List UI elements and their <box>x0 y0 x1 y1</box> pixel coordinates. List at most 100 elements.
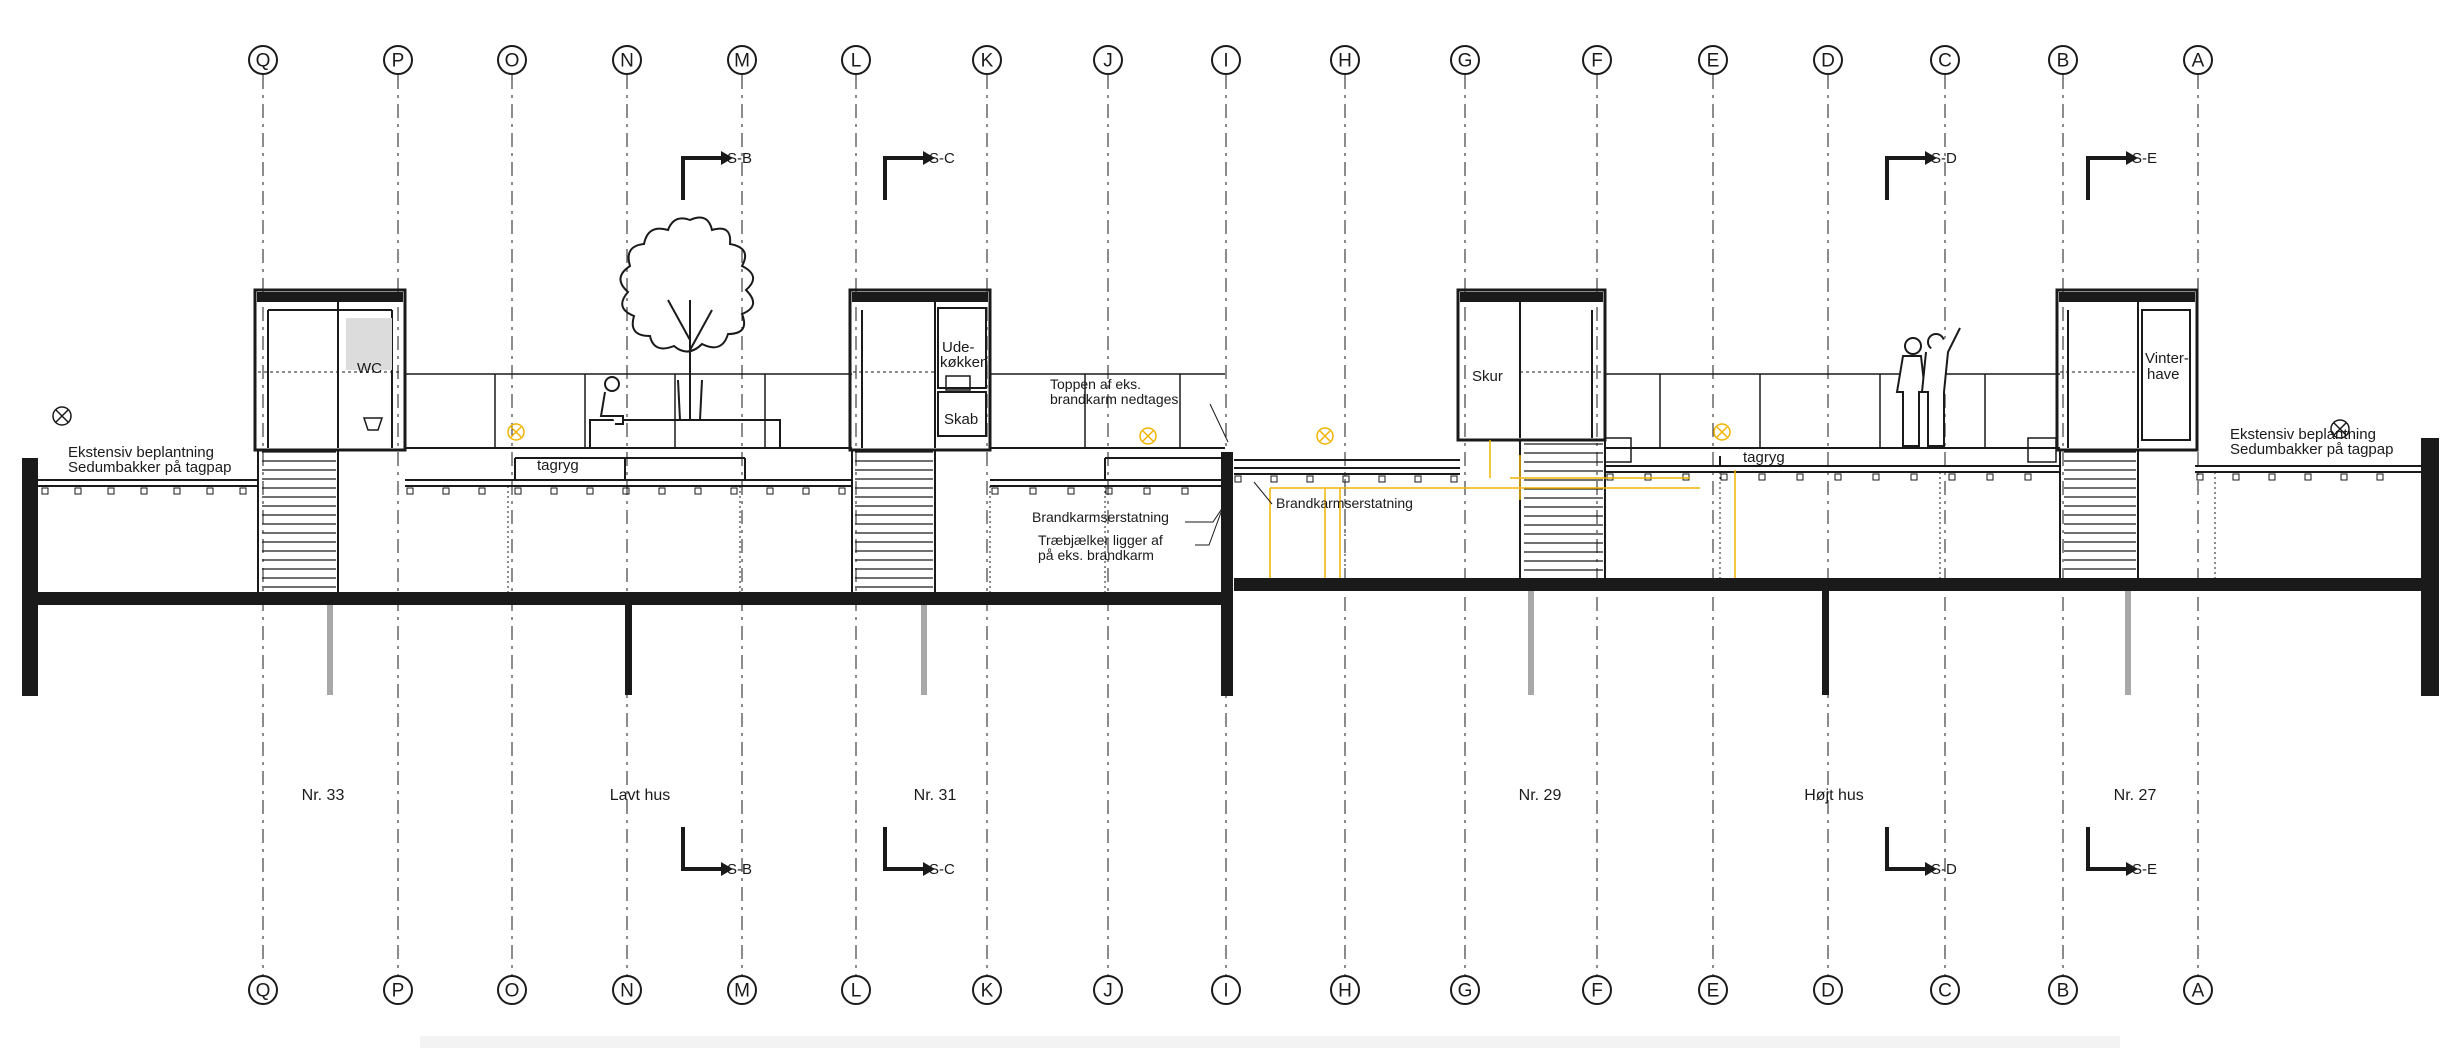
section-arrow-bottom <box>2086 827 2128 871</box>
house-label-nr29: Nr. 29 <box>1519 787 1562 804</box>
pile <box>1528 591 1534 695</box>
joist-mark <box>1644 473 1652 481</box>
railing-nr31 <box>990 373 1225 448</box>
joist-mark <box>586 487 594 495</box>
section-arrowhead <box>721 862 733 876</box>
joist-mark <box>2304 473 2312 481</box>
grid-label-bottom-M: M <box>734 981 750 1002</box>
grid-label-bottom-N: N <box>620 981 634 1002</box>
section-label-top: S-B <box>727 150 752 167</box>
grid-label-bottom-F: F <box>1591 981 1603 1002</box>
ridge-label-2: tagryg <box>1743 449 1785 466</box>
grid-bubble-H <box>1330 45 1360 75</box>
grid-bubble-M <box>727 975 757 1005</box>
house-label-nr27: Nr. 27 <box>2114 787 2157 804</box>
joist-mark <box>1067 487 1075 495</box>
structure <box>22 288 2439 696</box>
joist-mark <box>1450 475 1458 483</box>
joist-mark <box>2024 473 2032 481</box>
section-arrowhead <box>923 862 935 876</box>
grid-bubble-P <box>383 975 413 1005</box>
floor-slab-left <box>38 592 1224 605</box>
house-label-nr31: Nr. 31 <box>914 787 957 804</box>
grid-label-top-N: N <box>620 51 634 72</box>
grid-bubble-C <box>1930 975 1960 1005</box>
leader-lines <box>1185 403 1273 546</box>
grid-label-top-Q: Q <box>256 51 271 72</box>
joist-mark <box>2340 473 2348 481</box>
section-label-bottom: S-E <box>2132 861 2157 878</box>
ridge-label-1: tagryg <box>537 457 579 474</box>
room-label-ude-1: Ude- <box>942 339 975 356</box>
grid-label-top-B: B <box>2057 51 2070 72</box>
grid-label-top-H: H <box>1338 51 1352 72</box>
joist-mark <box>1306 475 1314 483</box>
house-label-nr33: Nr. 33 <box>302 787 345 804</box>
joist-mark <box>1414 475 1422 483</box>
misc-symbols <box>52 375 2350 463</box>
footer-band <box>420 1036 2120 1048</box>
joist-mark <box>2196 473 2204 481</box>
joist-mark <box>442 487 450 495</box>
roof-deck-lavt-hus <box>405 447 852 487</box>
floor-slab-right <box>1234 578 2421 591</box>
railing-lavt-hus <box>405 373 852 448</box>
roof-deck-right-low <box>2195 465 2421 473</box>
left-planting-label-2: Sedumbakker på tagpap <box>68 459 231 476</box>
grid-bubble-K <box>972 45 1002 75</box>
grid-label-bottom-P: P <box>392 981 405 1002</box>
grid-label-bottom-K: K <box>981 981 994 1002</box>
joist-mark <box>1029 487 1037 495</box>
joist-mark <box>406 487 414 495</box>
house-label-lavt-hus: Lavt hus <box>610 787 670 804</box>
grid-label-top-O: O <box>505 51 520 72</box>
joist-mark <box>239 487 247 495</box>
grid-bubble-N <box>612 45 642 75</box>
light-fixture-symbol <box>507 423 525 441</box>
light-fixture-cross <box>510 426 522 438</box>
grid-bubble-G <box>1450 975 1480 1005</box>
joist-mark <box>1682 473 1690 481</box>
penthouse-nr31 <box>848 288 992 592</box>
grid-label-top-C: C <box>1938 51 1952 72</box>
joist-mark <box>173 487 181 495</box>
joist-mark <box>514 487 522 495</box>
house-labels: Nr. 33 Lavt hus Nr. 31 Nr. 29 Højt hus N… <box>302 787 2157 804</box>
grid-bubble-J <box>1093 45 1123 75</box>
end-wall-left <box>22 458 38 696</box>
note-trae-1: Træbjælker ligger af <box>1038 532 1163 548</box>
grid-label-top-P: P <box>392 51 405 72</box>
grid-bubble-D <box>1813 975 1843 1005</box>
roof-deck-nr31 <box>990 447 1225 487</box>
grid-bubble-P <box>383 45 413 75</box>
note-brandkarm-2: Brandkarmserstatning <box>1276 495 1413 511</box>
roof-deck-nr29 <box>1234 459 1460 475</box>
room-label-ude-2: køkken <box>940 354 988 371</box>
section-arrow-bottom <box>681 827 723 871</box>
grid-bubble-B <box>2048 45 2078 75</box>
light-fixture-cross <box>1716 426 1728 438</box>
joist-marks <box>41 473 2384 495</box>
grid-label-bottom-A: A <box>2192 981 2205 1002</box>
section-arrowhead <box>1925 862 1937 876</box>
room-label-vinter-1: Vinter- <box>2145 350 2189 367</box>
grid-bubble-H <box>1330 975 1360 1005</box>
grid-bubble-C <box>1930 45 1960 75</box>
grid-bubble-N <box>612 975 642 1005</box>
joist-mark <box>1948 473 1956 481</box>
grid-bubble-L <box>841 975 871 1005</box>
grid-label-top-J: J <box>1103 51 1113 72</box>
section-arrow-bottom <box>883 827 925 871</box>
joist-mark <box>1834 473 1842 481</box>
joist-mark <box>1720 473 1728 481</box>
joist-mark <box>838 487 846 495</box>
grid-label-bottom-H: H <box>1338 981 1352 1002</box>
pile <box>921 605 927 695</box>
left-planting-label-1: Ekstensiv beplantning <box>68 444 214 461</box>
section-label-bottom: S-B <box>727 861 752 878</box>
grid-bubble-I <box>1211 45 1241 75</box>
penthouse-nr27 <box>2055 288 2199 578</box>
grid-label-top-M: M <box>734 51 750 72</box>
